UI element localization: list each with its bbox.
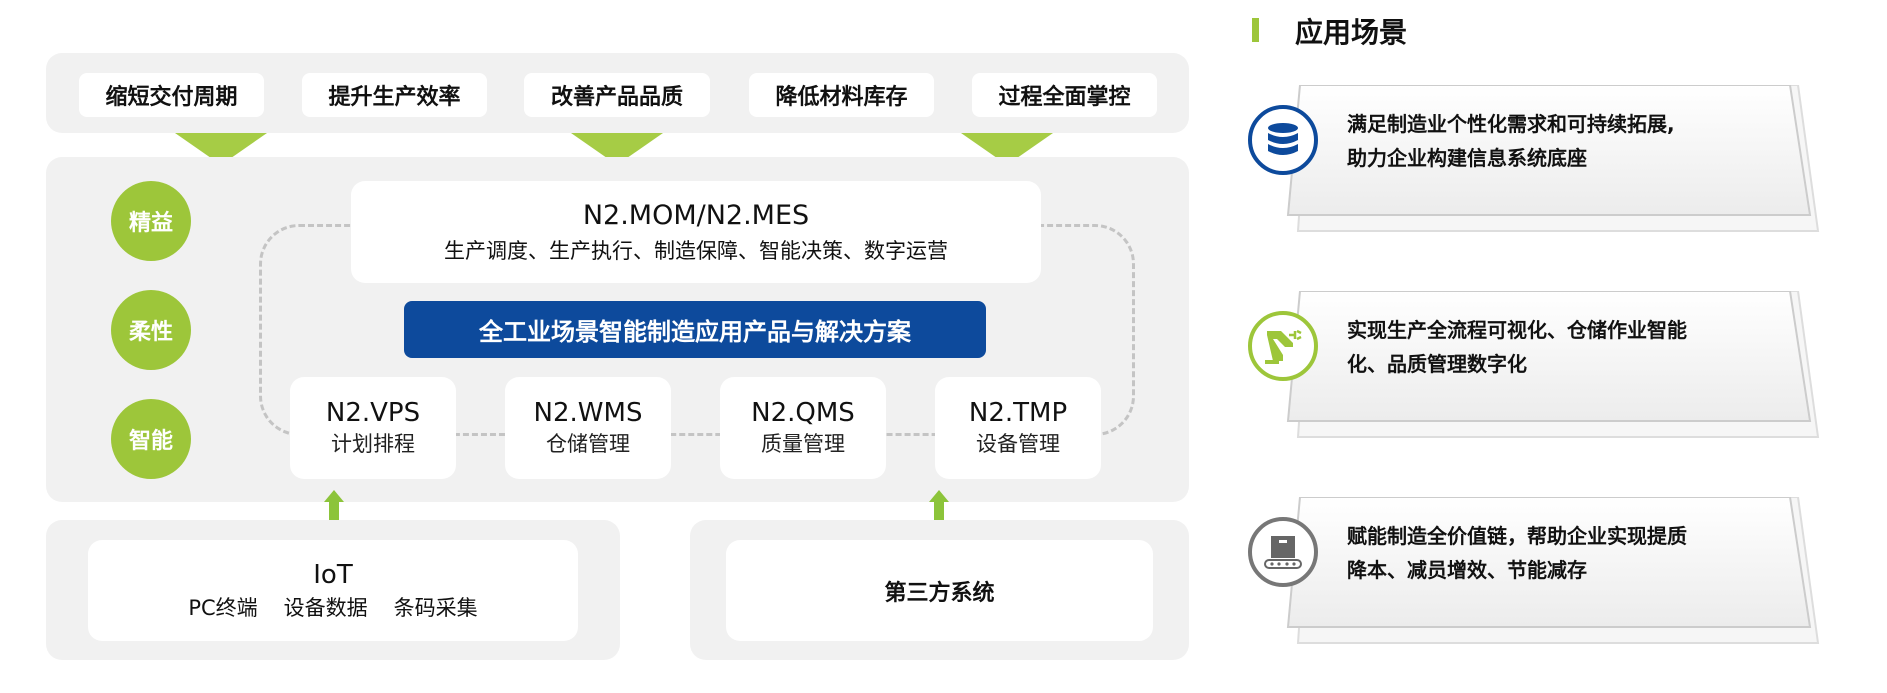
iot-item: 条码采集: [393, 595, 478, 620]
goal-pill: 缩短交付周期: [79, 73, 264, 117]
goal-pill: 过程全面掌控: [972, 73, 1157, 117]
conveyor-icon: [1248, 517, 1318, 587]
iot-title: IoT: [313, 559, 353, 590]
card-background: [1286, 497, 1820, 644]
robot-arm-icon: [1248, 311, 1318, 381]
goal-pill: 提升生产效率: [302, 73, 487, 117]
module-subtitle: 设备管理: [976, 432, 1060, 456]
card-background: [1286, 291, 1820, 438]
pillar-lean: 精益: [111, 181, 191, 261]
module-title: N2.TMP: [968, 398, 1068, 428]
scenario-line: 赋能制造全价值链，帮助企业实现提质: [1347, 524, 1687, 548]
module-qms: N2.QMS 质量管理: [720, 377, 886, 479]
scenario-card: 实现生产全流程可视化、仓储作业智能化、品质管理数字化: [1248, 291, 1830, 441]
scenario-line: 降本、减员增效、节能减存: [1347, 558, 1587, 582]
goal-pill: 改善产品品质: [524, 73, 710, 117]
pillar-smart: 智能: [111, 399, 191, 479]
scenario-line: 助力企业构建信息系统底座: [1347, 146, 1587, 170]
module-tmp: N2.TMP 设备管理: [935, 377, 1101, 479]
module-title: N2.WMS: [533, 398, 643, 428]
solution-banner: 全工业场景智能制造应用产品与解决方案: [404, 301, 986, 358]
iot-item: PC终端: [188, 595, 258, 620]
iot-item: 设备数据: [283, 595, 368, 620]
scenario-line: 实现生产全流程可视化、仓储作业智能: [1347, 318, 1687, 342]
module-wms: N2.WMS 仓储管理: [505, 377, 671, 479]
mom-subtitle: 生产调度、生产执行、制造保障、智能决策、数字运营: [444, 238, 948, 263]
iot-box: IoT PC终端 设备数据 条码采集: [88, 540, 578, 641]
scenario-card: 满足制造业个性化需求和可持续拓展, 助力企业构建信息系统底座: [1248, 85, 1830, 235]
module-subtitle: 仓储管理: [546, 432, 630, 456]
mom-title: N2.MOM/N2.MES: [582, 199, 810, 231]
database-icon: [1248, 105, 1318, 175]
title-bar-accent: [1252, 18, 1259, 42]
scenarios-title: 应用场景: [1295, 16, 1408, 49]
module-subtitle: 质量管理: [761, 432, 845, 456]
scenario-line: 化、品质管理数字化: [1347, 352, 1527, 376]
up-arrow-icon: [929, 490, 949, 532]
scenario-card: 赋能制造全价值链，帮助企业实现提质降本、减员增效、节能减存: [1248, 497, 1830, 647]
module-title: N2.VPS: [325, 398, 421, 428]
goal-pill: 降低材料库存: [749, 73, 934, 117]
scenario-line: 满足制造业个性化需求和可持续拓展,: [1347, 112, 1675, 136]
module-vps: N2.VPS 计划排程: [290, 377, 456, 479]
third-party-label: 第三方系统: [884, 580, 995, 606]
module-subtitle: 计划排程: [331, 432, 415, 456]
pillar-flexible: 柔性: [111, 290, 191, 370]
module-title: N2.QMS: [751, 398, 855, 428]
mom-box: N2.MOM/N2.MES 生产调度、生产执行、制造保障、智能决策、数字运营: [351, 181, 1041, 283]
card-background: [1286, 85, 1820, 232]
up-arrow-icon: [324, 490, 344, 532]
third-party-box: 第三方系统: [726, 540, 1153, 641]
